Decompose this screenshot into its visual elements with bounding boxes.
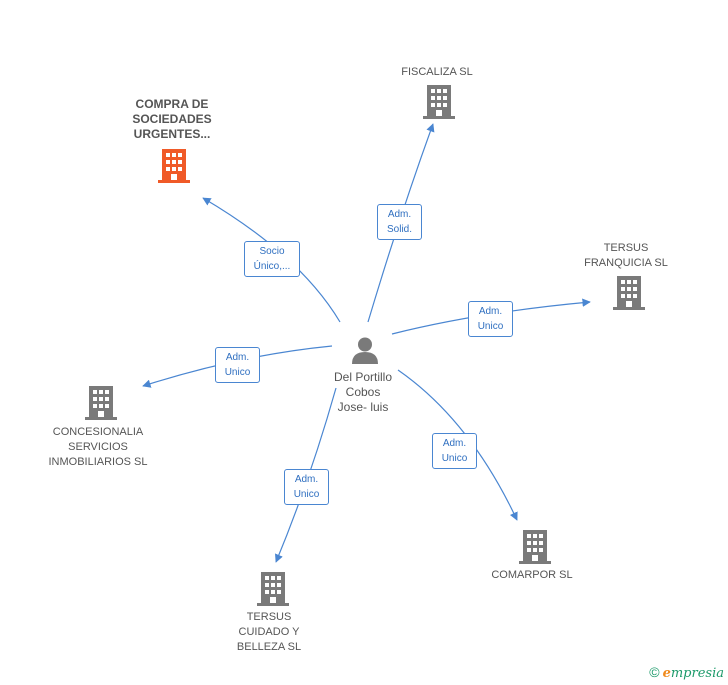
building-icon[interactable]: [257, 572, 289, 611]
building-icon[interactable]: [519, 530, 551, 569]
building-icon[interactable]: [423, 85, 455, 124]
node-label-tersus-cuidado[interactable]: TERSUS CUIDADO Y BELLEZA SL: [236, 611, 302, 653]
brand-logo: empresia: [662, 666, 724, 681]
building-icon[interactable]: [158, 149, 190, 188]
building-icon[interactable]: [613, 276, 645, 315]
brand-footer: ©empresia: [649, 664, 724, 681]
copyright-symbol: ©: [649, 664, 660, 680]
edge-label-concesionalia[interactable]: Adm. Unico: [215, 347, 260, 383]
edge-label-tersus-cuidado[interactable]: Adm. Unico: [284, 469, 329, 505]
node-label-comarpor[interactable]: COMARPOR SL: [491, 569, 573, 581]
node-label-concesionalia[interactable]: CONCESIONALIA SERVICIOS INMOBILIARIOS SL: [48, 426, 148, 468]
edge-label-tersus-franquicia[interactable]: Adm. Unico: [468, 301, 513, 337]
person-icon[interactable]: [350, 336, 380, 369]
edge-label-fiscaliza[interactable]: Adm. Solid.: [377, 204, 422, 240]
center-person-name[interactable]: Del Portillo Cobos Jose- luis: [333, 370, 393, 414]
building-icon[interactable]: [85, 386, 117, 425]
edge-line-comarpor: [397, 369, 518, 521]
node-label-fiscaliza[interactable]: FISCALIZA SL: [401, 66, 473, 78]
node-label-compra[interactable]: COMPRA DE SOCIEDADES URGENTES...: [132, 97, 212, 141]
edge-label-compra[interactable]: Socio Único,...: [244, 241, 300, 277]
node-label-tersus-franquicia[interactable]: TERSUS FRANQUICIA SL: [584, 242, 668, 269]
edge-label-comarpor[interactable]: Adm. Unico: [432, 433, 477, 469]
